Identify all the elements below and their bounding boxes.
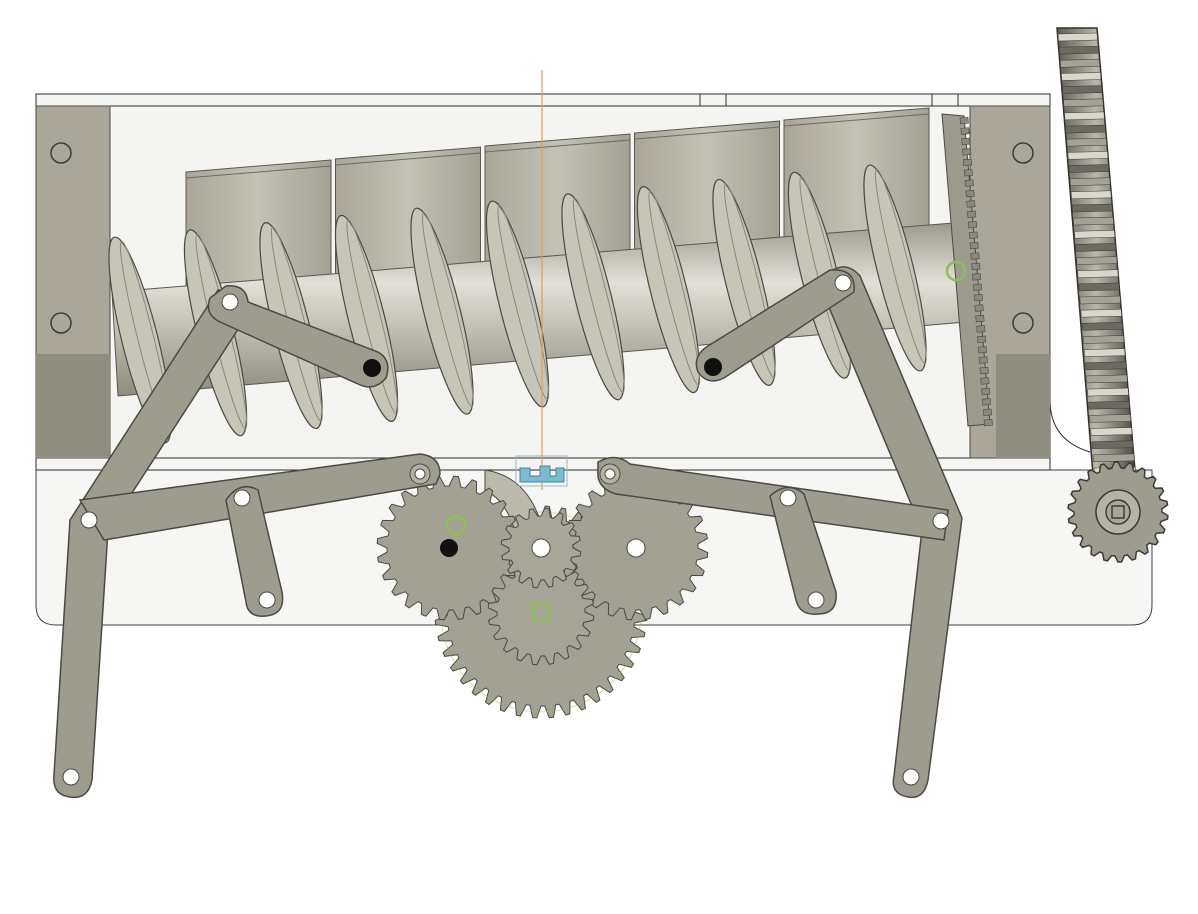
linkage-left[interactable] (53, 285, 441, 799)
screw-flight[interactable] (852, 161, 938, 375)
gear-middle (487, 558, 595, 666)
pivot-holes (62, 274, 950, 786)
screw-flight[interactable] (399, 204, 485, 418)
origin-marker-icon (515, 455, 568, 487)
joint-marker-icon (945, 260, 967, 282)
hex-socket-icon (1111, 505, 1125, 519)
joint-marker-icon (445, 514, 467, 536)
square-joint-icon (531, 602, 551, 622)
screw-flight[interactable] (474, 197, 560, 411)
linkage-right[interactable] (597, 266, 963, 799)
origin-axis[interactable] (515, 70, 568, 490)
screw-flight[interactable] (625, 182, 711, 396)
pivot-pin-icon (440, 539, 458, 557)
end-plate-left[interactable] (35, 105, 111, 459)
gear-train[interactable] (376, 469, 709, 719)
end-plate-right[interactable] (969, 105, 1051, 459)
screw-flight[interactable] (550, 190, 636, 404)
belt-pulley[interactable] (1067, 461, 1169, 563)
timing-belt[interactable] (1056, 27, 1136, 476)
shaft-spur-gear[interactable] (941, 113, 993, 427)
